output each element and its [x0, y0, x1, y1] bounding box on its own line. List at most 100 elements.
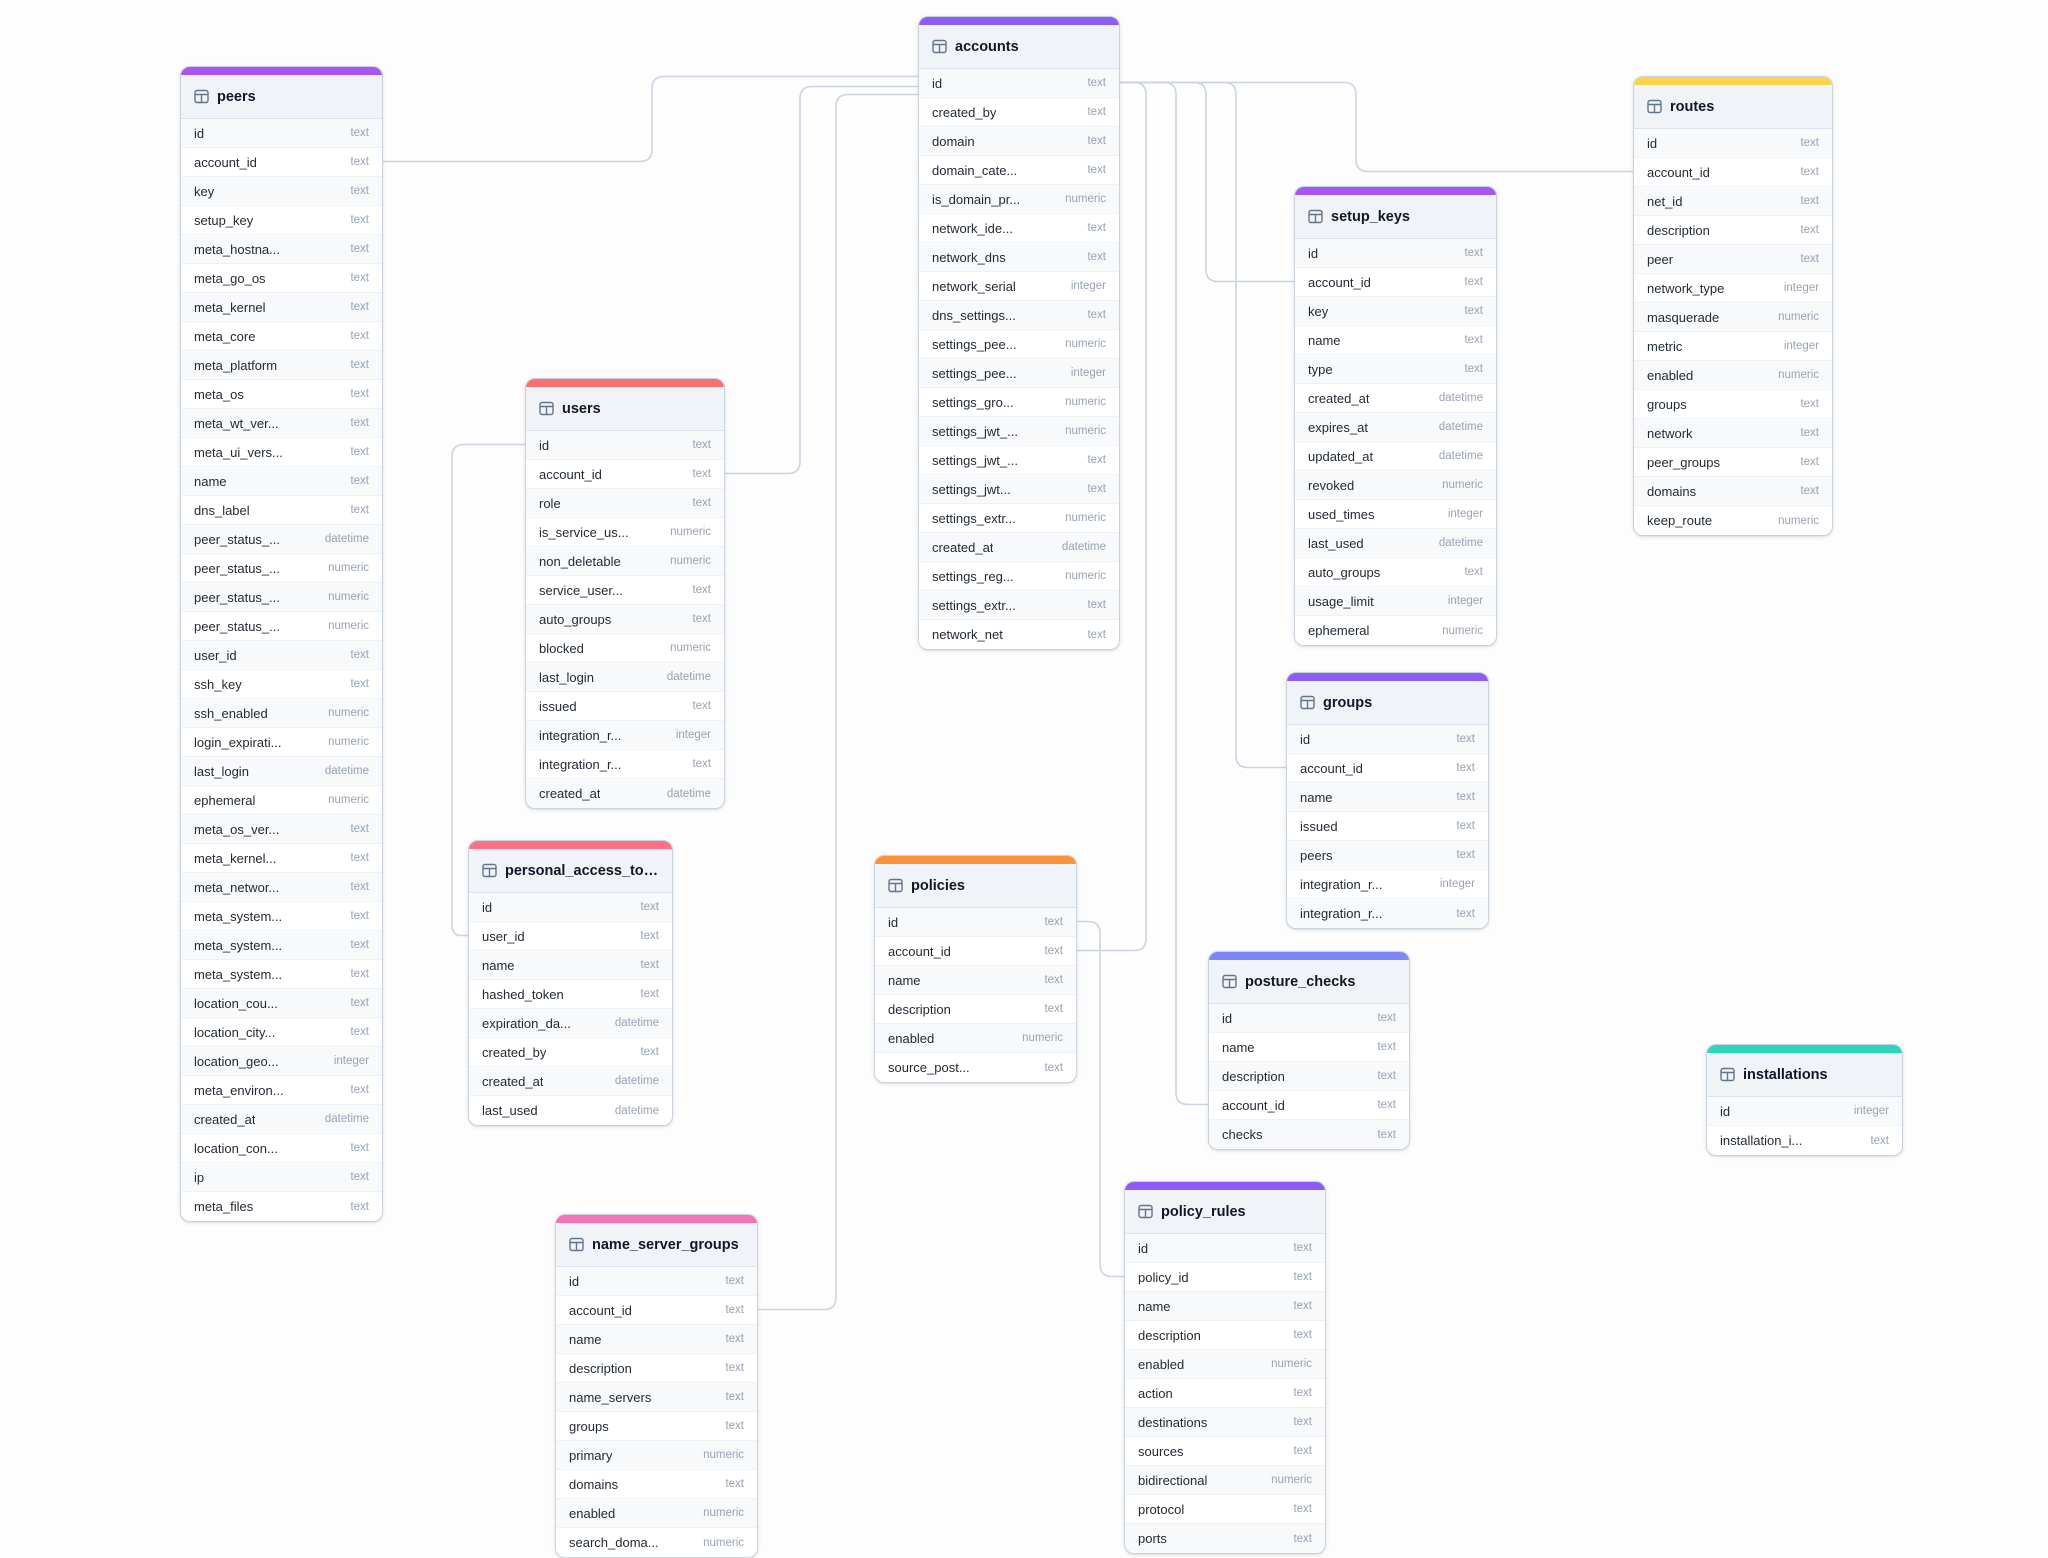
field-row[interactable]: settings_extr...text	[919, 591, 1119, 620]
field-row[interactable]: dns_settings...text	[919, 301, 1119, 330]
field-row[interactable]: peer_status_...datetime	[181, 525, 382, 554]
field-row[interactable]: integration_r...integer	[526, 721, 724, 750]
field-row[interactable]: network_ide...text	[919, 214, 1119, 243]
field-row[interactable]: settings_pee...numeric	[919, 330, 1119, 359]
field-row[interactable]: meta_networ...text	[181, 873, 382, 902]
field-row[interactable]: settings_reg...numeric	[919, 562, 1119, 591]
table-header[interactable]: name_server_groups	[556, 1223, 757, 1267]
table-header[interactable]: accounts	[919, 25, 1119, 69]
field-row[interactable]: peer_status_...numeric	[181, 554, 382, 583]
field-row[interactable]: location_city...text	[181, 1018, 382, 1047]
field-row[interactable]: meta_hostna...text	[181, 235, 382, 264]
field-row[interactable]: settings_jwt_...numeric	[919, 417, 1119, 446]
field-row[interactable]: search_doma...numeric	[556, 1528, 757, 1557]
field-row[interactable]: meta_ui_vers...text	[181, 438, 382, 467]
field-row[interactable]: integration_r...text	[526, 750, 724, 779]
table-header[interactable]: groups	[1287, 681, 1488, 725]
table-personal_access_tokens[interactable]: personal_access_tokensidtextuser_idtextn…	[468, 840, 673, 1126]
field-row[interactable]: login_expirati...numeric	[181, 728, 382, 757]
table-header[interactable]: personal_access_tokens	[469, 849, 672, 893]
field-row[interactable]: is_service_us...numeric	[526, 518, 724, 547]
field-row[interactable]: expiration_da...datetime	[469, 1009, 672, 1038]
table-header[interactable]: users	[526, 387, 724, 431]
field-row[interactable]: settings_jwt_...text	[919, 446, 1119, 475]
field-row[interactable]: source_post...text	[875, 1053, 1076, 1082]
field-row[interactable]: meta_system...text	[181, 902, 382, 931]
field-row[interactable]: meta_wt_ver...text	[181, 409, 382, 438]
field-row[interactable]: integration_r...integer	[1287, 870, 1488, 899]
field-row[interactable]: integration_r...text	[1287, 899, 1488, 928]
